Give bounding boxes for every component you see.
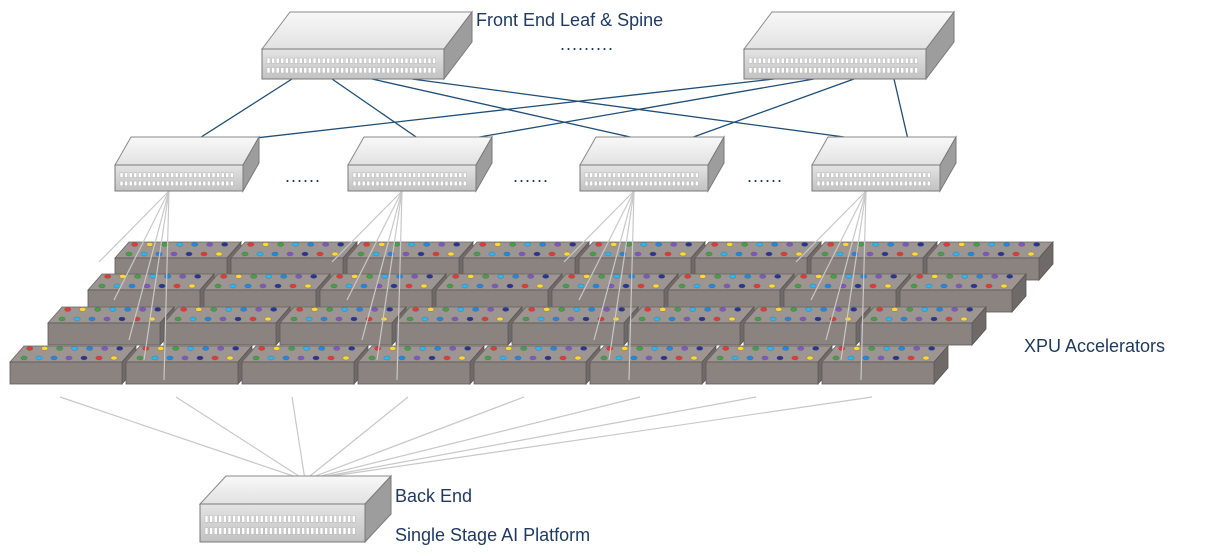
leaf-3-downlink-1 [563,190,635,263]
leaf-switch-4 [811,135,957,193]
leaf-switch-2 [347,135,493,193]
leaf-1-downlink-4 [143,190,170,361]
backend-downlink-4 [304,396,409,481]
xpu-accelerators-label: XPU Accelerators [1024,336,1166,356]
leaf-switch-3 [579,135,725,193]
uplink-s1-l4 [411,78,889,144]
leaf-2-downlink-3 [361,190,403,341]
back-end-label: Back End [395,486,473,506]
spine-switch-1 [260,10,474,81]
uplink-s2-l2 [444,78,815,144]
backend-downlink-6 [304,396,641,481]
leaf-4-downlink-4 [840,190,867,361]
leaf-2-downlink-1 [331,190,403,263]
uplink-s1-l2 [331,78,426,144]
xpu-tray-r2-c5 [551,272,679,314]
platform-label: Single Stage AI Platform [395,525,591,545]
leaf-ellipsis-1: ...... [285,166,322,186]
leaf-1-downlink-3 [128,190,170,341]
leaf-4-downlink-1 [795,190,867,263]
xpu-tray-r2-c4 [435,272,563,314]
xpu-accelerator-array [9,240,1054,386]
xpu-tray-r4-c6 [589,344,717,386]
leaf-ellipsis-2: ...... [513,166,550,186]
leaf-ellipsis-3: ...... [747,166,784,186]
xpu-tray-r1-c3 [346,240,474,282]
leaf-4-downlink-5 [860,190,867,381]
xpu-tray-r4-c4 [357,344,485,386]
backend-downlink-8 [304,396,873,481]
xpu-tray-r4-c1 [9,344,137,386]
uplink-s2-l1 [211,78,775,144]
back-end-switch [198,474,393,544]
uplink-s1-l3 [371,78,657,144]
leaf-3-downlink-3 [593,190,635,341]
leaf-2-downlink-5 [396,190,403,381]
leaf-3-downlink-2 [578,190,635,301]
xpu-tray-r2-c2 [203,272,331,314]
xpu-tray-r3-c1 [47,305,175,347]
xpu-tray-r3-c7 [743,305,871,347]
leaf-2-downlink-4 [376,190,403,361]
uplink-s2-l3 [676,78,855,144]
xpu-tray-r2-c3 [319,272,447,314]
xpu-tray-r2-c7 [783,272,911,314]
xpu-tray-r2-c8 [899,272,1027,314]
uplink-s2-l4 [893,78,910,144]
xpu-tray-r3-c5 [511,305,639,347]
xpu-tray-r3-c6 [627,305,755,347]
xpu-tray-r2-c6 [667,272,795,314]
leaf-4-downlink-2 [810,190,867,301]
leaf-1-downlink-1 [98,190,170,263]
xpu-tray-r2-c1 [87,272,215,314]
front-end-label: Front End Leaf & Spine [476,10,664,30]
uplink-s1-l1 [191,78,293,144]
switch-layer [114,10,957,544]
backend-downlink-5 [304,396,525,481]
xpu-tray-r3-c8 [859,305,987,347]
backend-downlink-7 [304,396,757,481]
leaf-4-downlink-3 [825,190,867,341]
downlink-connections [59,190,873,481]
leaf-switch-1 [114,135,260,193]
backend-downlink-1 [59,396,306,481]
spine-switch-2 [742,10,956,81]
backend-downlink-3 [291,396,306,481]
uplink-connections [191,78,910,144]
backend-downlink-2 [175,396,306,481]
xpu-tray-r3-c2 [163,305,291,347]
leaf-1-downlink-5 [163,190,170,381]
leaf-2-downlink-2 [346,190,403,301]
leaf-3-downlink-4 [608,190,635,361]
xpu-tray-r4-c7 [705,344,833,386]
xpu-tray-r4-c3 [241,344,369,386]
spine-ellipsis: ......... [560,34,615,54]
xpu-tray-r4-c5 [473,344,601,386]
xpu-tray-r4-c8 [821,344,949,386]
leaf-1-downlink-2 [113,190,170,301]
leaf-3-downlink-5 [628,190,635,381]
xpu-tray-r3-c4 [395,305,523,347]
xpu-tray-r3-c3 [279,305,407,347]
